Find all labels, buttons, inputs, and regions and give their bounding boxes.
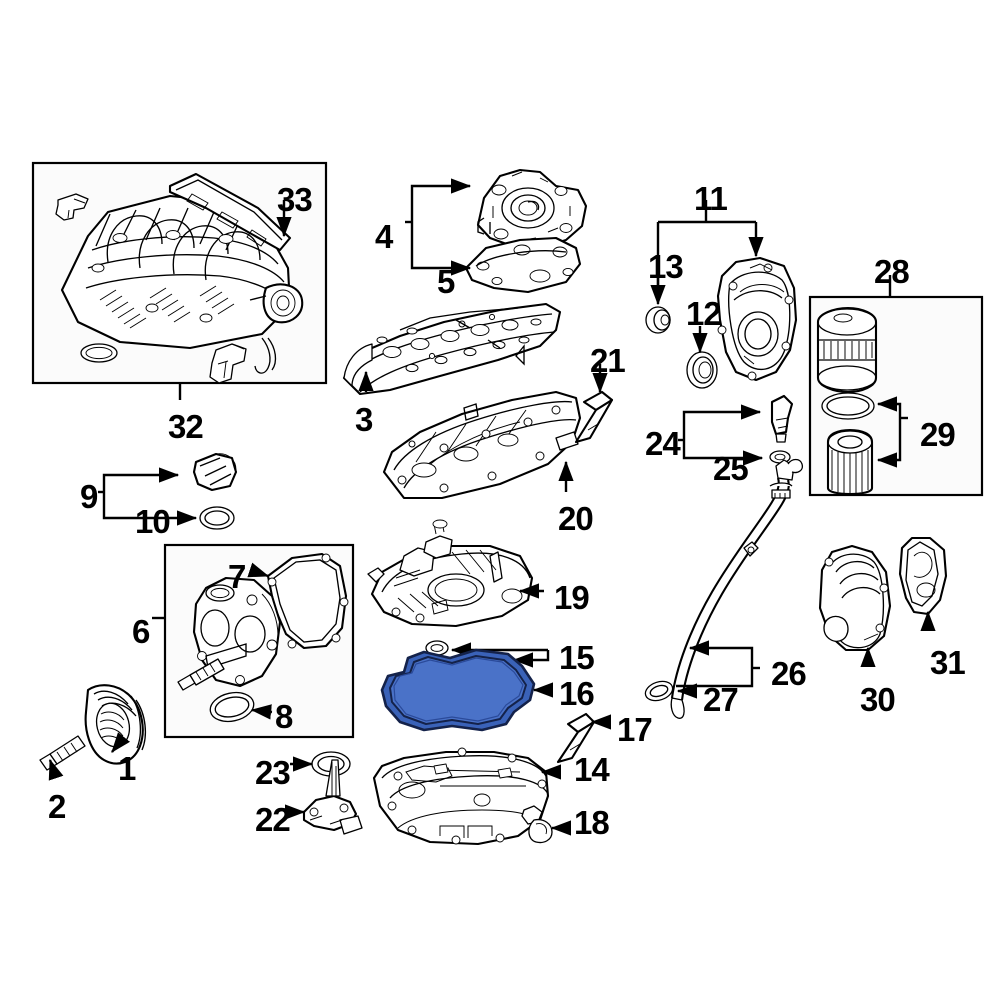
- leader-10-base: [102, 492, 182, 520]
- arrow-2: [48, 758, 64, 781]
- oil-pressure-switch-24: [770, 394, 794, 443]
- callout-label-12: 12: [686, 295, 722, 332]
- timing-cover-bolt: [177, 658, 225, 691]
- arrow-1: [111, 732, 130, 753]
- arrow-4: [410, 178, 472, 222]
- leader-25-base: [682, 440, 744, 460]
- manifold-clip: [55, 193, 89, 221]
- front-timing-cover-11: [716, 256, 798, 382]
- callout-label-18: 18: [574, 804, 610, 841]
- cylinder-head-cover-3: [342, 302, 562, 396]
- callout-label-15: 15: [559, 639, 595, 676]
- callout-label-8: 8: [275, 698, 293, 735]
- leader-5-base: [410, 222, 460, 270]
- pulley-bolt-2: [39, 735, 86, 771]
- callout-label-17: 17: [617, 711, 653, 748]
- callout-label-23: 23: [255, 754, 291, 791]
- lower-oil-pan-14: [372, 747, 550, 846]
- callout-label-11: 11: [694, 180, 728, 217]
- oil-pan-gasket-16-highlighted: [380, 648, 536, 732]
- callout-label-27: 27: [703, 681, 739, 718]
- dipstick-seal-27: [644, 680, 674, 702]
- arrow-9: [102, 467, 180, 492]
- callout-label-16: 16: [559, 675, 595, 712]
- oil-filter-canister: [816, 306, 878, 394]
- timing-cover-body: [192, 576, 282, 688]
- arrow-29-bot: [876, 418, 902, 468]
- callout-label-32: 32: [168, 408, 204, 445]
- callout-label-14: 14: [574, 751, 610, 788]
- crankshaft-pulley-1: [84, 684, 147, 765]
- oil-filler-cap-9: [192, 452, 238, 492]
- leader-27-base: [676, 668, 754, 688]
- callout-label-6: 6: [132, 613, 150, 650]
- arrow-29-top: [876, 396, 902, 418]
- callout-label-5: 5: [437, 263, 455, 300]
- callout-label-26: 26: [771, 655, 807, 692]
- callout-label-1: 1: [118, 750, 136, 787]
- callout-label-29: 29: [920, 416, 956, 453]
- manifold-sensor: [209, 343, 247, 384]
- callout-label-9: 9: [80, 478, 98, 515]
- arrow-7: [247, 562, 270, 578]
- callout-label-21: 21: [590, 342, 626, 379]
- arrow-8: [250, 704, 273, 720]
- crankshaft-seal-12: [686, 351, 718, 389]
- callout-label-33: 33: [277, 181, 313, 218]
- callout-label-3: 3: [355, 401, 373, 438]
- callout-label-24: 24: [645, 425, 681, 462]
- intake-manifold: [60, 194, 304, 350]
- callout-label-7: 7: [228, 558, 246, 595]
- timing-cover-seal-8: [209, 691, 255, 723]
- arrow-24: [682, 404, 762, 440]
- oil-filler-cap-seal-10: [199, 506, 235, 530]
- vacuum-pump-gasket-5: [464, 236, 582, 294]
- oil-drain-plug-18: [521, 805, 553, 844]
- oil-pump-19: [367, 519, 534, 628]
- upper-oil-pan-20: [382, 390, 582, 500]
- callout-label-22: 22: [255, 801, 291, 838]
- camshaft-plug-13: [645, 306, 671, 334]
- oil-level-sensor-22: [302, 759, 363, 835]
- manifold-hook: [254, 337, 271, 374]
- oil-filter-element-29: [826, 428, 874, 496]
- callout-label-31: 31: [930, 644, 966, 681]
- callout-label-30: 30: [860, 681, 896, 718]
- oil-filter-oring-29: [821, 392, 875, 420]
- callout-label-20: 20: [558, 500, 594, 537]
- intake-manifold-gasket-33: [168, 172, 292, 252]
- callout-label-2: 2: [48, 788, 66, 825]
- vacuum-pump-assembly-4: [476, 168, 588, 250]
- sealant-tube-21: [574, 390, 614, 444]
- oil-cooler-gasket-31: [898, 536, 948, 616]
- arrow-15b: [512, 650, 550, 668]
- callout-label-19: 19: [554, 579, 590, 616]
- callout-label-28: 28: [874, 253, 910, 290]
- sealant-tube-17: [556, 712, 596, 764]
- callout-label-4: 4: [375, 218, 393, 255]
- callout-label-13: 13: [648, 248, 684, 285]
- callout-label-25: 25: [713, 450, 749, 487]
- arrow-26: [688, 640, 754, 668]
- callout-label-10: 10: [135, 503, 171, 540]
- oil-cooler-30: [818, 544, 892, 652]
